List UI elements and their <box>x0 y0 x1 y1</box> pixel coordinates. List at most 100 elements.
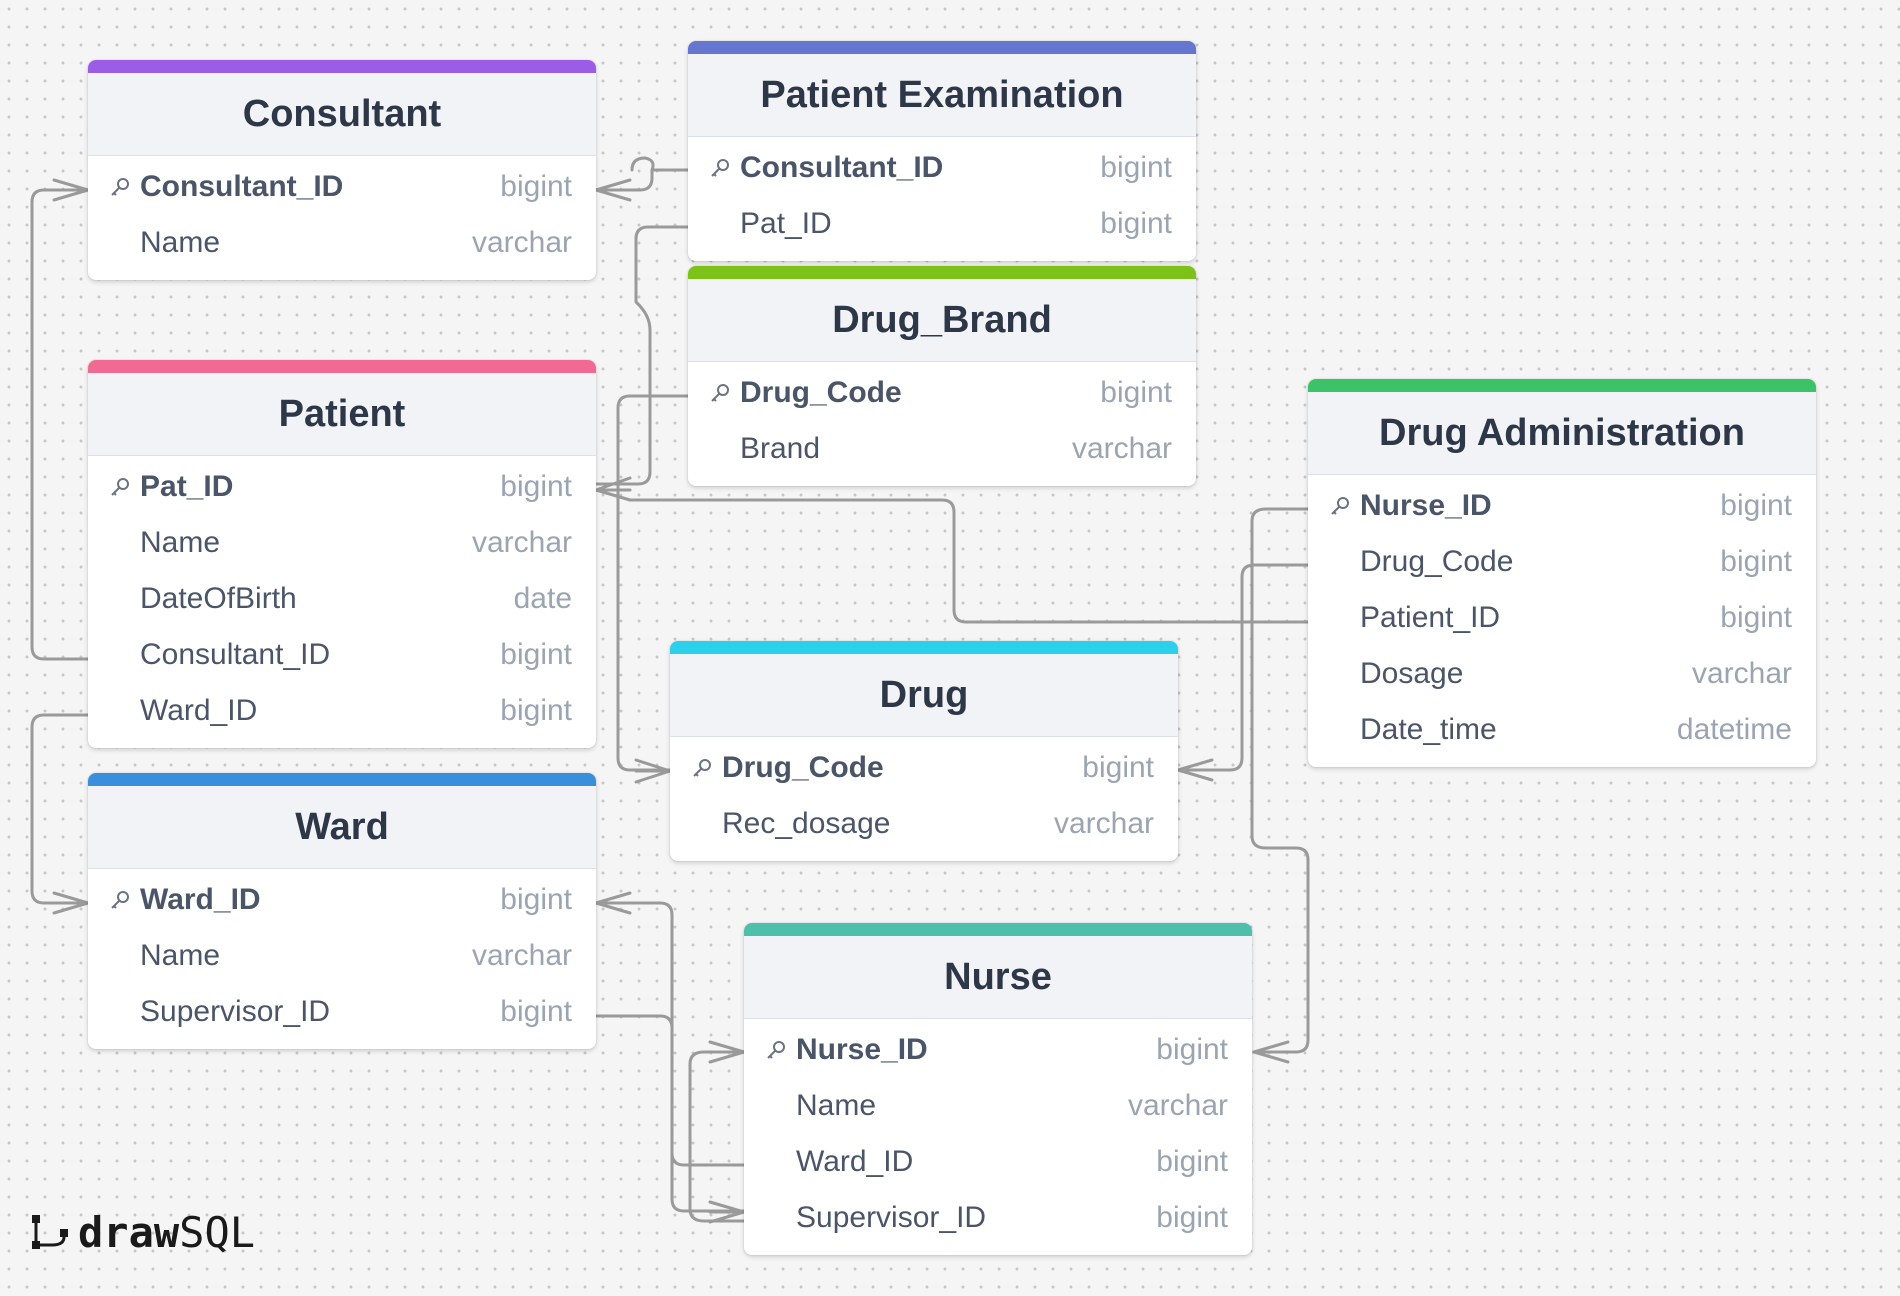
connector-ward-supervisor <box>594 1014 746 1213</box>
connector-nurse-self <box>688 1050 746 1223</box>
primary-key-icon <box>108 888 140 912</box>
crowfoot-ward-left <box>52 891 90 915</box>
field-row[interactable]: Supervisor_ID bigint <box>88 984 596 1040</box>
field-row[interactable]: DateOfBirth date <box>88 571 596 627</box>
table-drug-brand[interactable]: Drug_Brand Drug_Code bigint Brand varcha… <box>688 266 1196 486</box>
field-type: bigint <box>1720 545 1792 578</box>
field-name: Consultant_ID <box>740 151 944 184</box>
table-color-bar <box>88 60 596 73</box>
table-title[interactable]: Drug <box>670 654 1178 737</box>
primary-key-icon <box>690 756 722 780</box>
field-type: bigint <box>500 883 572 916</box>
table-color-bar <box>1308 379 1816 392</box>
field-row[interactable]: Date_time datetime <box>1308 702 1816 758</box>
field-type: bigint <box>500 470 572 503</box>
table-title[interactable]: Drug_Brand <box>688 279 1196 362</box>
table-title[interactable]: Drug Administration <box>1308 392 1816 475</box>
field-name: Date_time <box>1360 713 1497 746</box>
connector-patient-consultant <box>30 188 90 661</box>
field-name: DateOfBirth <box>140 582 297 615</box>
primary-key-icon <box>708 156 740 180</box>
connector-patient-ward <box>30 713 90 905</box>
logo-text-sql: SQL <box>179 1208 256 1257</box>
field-row[interactable]: Name varchar <box>88 215 596 271</box>
field-type: datetime <box>1676 713 1792 746</box>
field-row[interactable]: Name varchar <box>88 928 596 984</box>
field-row[interactable]: Name varchar <box>88 515 596 571</box>
crowfoot-consultant-right <box>594 178 632 202</box>
crowfoot-patient-right <box>594 476 632 502</box>
connector-admin-nurse <box>1250 507 1310 1054</box>
field-row[interactable]: Consultant_ID bigint <box>88 627 596 683</box>
connector-admin-drug <box>1176 563 1310 772</box>
field-row[interactable]: Ward_ID bigint <box>88 872 596 928</box>
field-type: bigint <box>1720 601 1792 634</box>
field-row[interactable]: Name varchar <box>744 1078 1252 1134</box>
field-type: bigint <box>500 995 572 1028</box>
table-color-bar <box>744 923 1252 936</box>
field-row[interactable]: Pat_ID bigint <box>688 196 1196 252</box>
field-type: bigint <box>1156 1145 1228 1178</box>
field-name: Supervisor_ID <box>796 1201 987 1234</box>
field-name: Drug_Code <box>740 376 902 409</box>
field-row[interactable]: Ward_ID bigint <box>88 683 596 739</box>
table-color-bar <box>88 360 596 373</box>
field-row[interactable]: Drug_Code bigint <box>688 365 1196 421</box>
field-row[interactable]: Supervisor_ID bigint <box>744 1190 1252 1246</box>
table-title[interactable]: Nurse <box>744 936 1252 1019</box>
field-type: bigint <box>1156 1033 1228 1066</box>
field-name: Nurse_ID <box>796 1033 928 1066</box>
field-name: Pat_ID <box>740 207 832 240</box>
field-row[interactable]: Brand varchar <box>688 421 1196 477</box>
field-row[interactable]: Drug_Code bigint <box>670 740 1178 796</box>
field-name: Pat_ID <box>140 470 234 503</box>
table-patient[interactable]: Patient Pat_ID bigint Name varchar DateO… <box>88 360 596 748</box>
field-type: bigint <box>1100 151 1172 184</box>
table-ward[interactable]: Ward Ward_ID bigint Name varchar Supervi… <box>88 773 596 1049</box>
connector-exam-consultant <box>594 168 692 192</box>
table-title[interactable]: Patient <box>88 373 596 456</box>
field-name: Name <box>140 526 221 559</box>
table-color-bar <box>88 773 596 786</box>
table-title[interactable]: Consultant <box>88 73 596 156</box>
crowfoot-nurse-left <box>708 1040 746 1064</box>
field-row[interactable]: Consultant_ID bigint <box>88 159 596 215</box>
drawsql-logo: draw SQL <box>30 1208 255 1257</box>
table-drug[interactable]: Drug Drug_Code bigint Rec_dosage varchar <box>670 641 1178 861</box>
field-name: Patient_ID <box>1360 601 1501 634</box>
field-type: varchar <box>1127 1089 1228 1122</box>
table-title[interactable]: Ward <box>88 786 596 869</box>
field-type: bigint <box>500 694 572 727</box>
field-row[interactable]: Rec_dosage varchar <box>670 796 1178 852</box>
field-row[interactable]: Patient_ID bigint <box>1308 590 1816 646</box>
table-consultant[interactable]: Consultant Consultant_ID bigint Name var… <box>88 60 596 280</box>
primary-key-icon <box>764 1038 796 1062</box>
field-row[interactable]: Drug_Code bigint <box>1308 534 1816 590</box>
logo-text-draw: draw <box>78 1208 180 1257</box>
field-name: Consultant_ID <box>140 638 331 671</box>
field-type: bigint <box>1082 751 1154 784</box>
field-row[interactable]: Ward_ID bigint <box>744 1134 1252 1190</box>
field-type: bigint <box>1100 376 1172 409</box>
field-type: bigint <box>1100 207 1172 240</box>
field-row[interactable]: Consultant_ID bigint <box>688 140 1196 196</box>
table-patient-examination[interactable]: Patient Examination Consultant_ID bigint… <box>688 41 1196 261</box>
field-type: varchar <box>471 226 572 259</box>
connector-exam-loop <box>630 156 655 172</box>
field-row[interactable]: Pat_ID bigint <box>88 459 596 515</box>
table-drug-administration[interactable]: Drug Administration Nurse_ID bigint Drug… <box>1308 379 1816 767</box>
field-name: Drug_Code <box>1360 545 1514 578</box>
field-row[interactable]: Nurse_ID bigint <box>744 1022 1252 1078</box>
field-name: Name <box>796 1089 877 1122</box>
crowfoot-nurse-right <box>1252 1040 1290 1064</box>
field-name: Consultant_ID <box>140 170 344 203</box>
field-type: varchar <box>1071 432 1172 465</box>
field-type: varchar <box>471 526 572 559</box>
field-name: Ward_ID <box>140 694 258 727</box>
table-nurse[interactable]: Nurse Nurse_ID bigint Name varchar Ward_… <box>744 923 1252 1255</box>
field-row[interactable]: Nurse_ID bigint <box>1308 478 1816 534</box>
table-title[interactable]: Patient Examination <box>688 54 1196 137</box>
crowfoot-nurse-left-lower <box>708 1200 746 1224</box>
field-row[interactable]: Dosage varchar <box>1308 646 1816 702</box>
